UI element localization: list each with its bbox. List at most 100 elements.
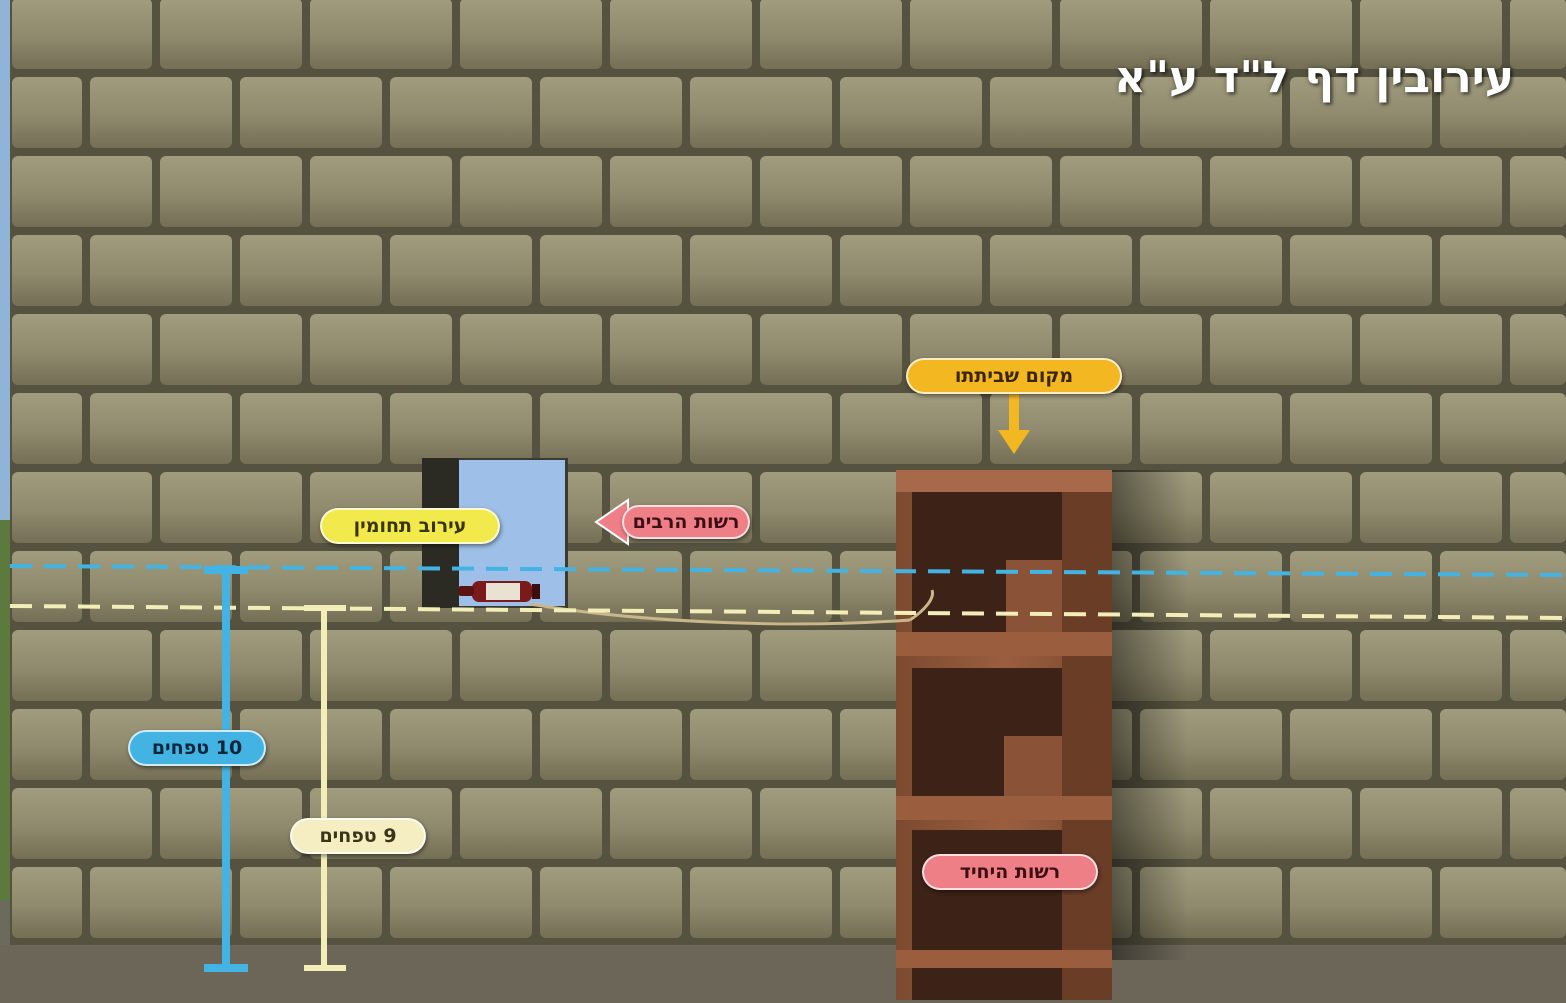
wall-brick xyxy=(1440,867,1566,938)
wall-brick xyxy=(540,867,682,938)
wall-brick xyxy=(1510,788,1566,859)
wall-brick xyxy=(460,156,602,227)
cabinet xyxy=(896,470,1112,1000)
wall-brick xyxy=(310,0,452,69)
wall-brick xyxy=(910,156,1052,227)
wall-brick xyxy=(540,393,682,464)
wall-brick xyxy=(840,77,982,148)
wall-brick xyxy=(390,867,532,938)
wall-brick xyxy=(12,472,152,543)
wall-brick xyxy=(1360,156,1502,227)
wall-brick xyxy=(1440,551,1566,622)
wall-brick xyxy=(90,551,232,622)
wall-brick xyxy=(12,77,82,148)
wall-brick xyxy=(1290,709,1432,780)
wall-brick xyxy=(760,156,902,227)
wall-brick xyxy=(1440,709,1566,780)
wall-brick xyxy=(310,156,452,227)
wall-brick xyxy=(1360,472,1502,543)
wall-brick xyxy=(910,0,1052,69)
wall-brick xyxy=(1440,393,1566,464)
wall-brick xyxy=(12,393,82,464)
wall-brick xyxy=(1290,235,1432,306)
wall-brick xyxy=(390,709,532,780)
wall-brick xyxy=(12,867,82,938)
wall-brick xyxy=(1140,235,1282,306)
wall-brick xyxy=(390,235,532,306)
wall-brick xyxy=(1360,630,1502,701)
wall-brick xyxy=(1060,156,1202,227)
wall-brick xyxy=(12,156,152,227)
wall-brick xyxy=(90,235,232,306)
wall-brick xyxy=(1210,472,1352,543)
wall-brick xyxy=(1360,314,1502,385)
eruv-techumin-label: עירוב תחומין xyxy=(320,508,500,544)
wall-brick xyxy=(240,867,382,938)
wall-brick xyxy=(12,314,152,385)
wall-brick xyxy=(690,77,832,148)
wall-brick xyxy=(690,867,832,938)
wall-brick xyxy=(240,393,382,464)
wall-brick xyxy=(690,709,832,780)
wall-brick xyxy=(690,235,832,306)
wall-brick xyxy=(160,630,302,701)
wall-brick xyxy=(610,0,752,69)
wall-brick xyxy=(160,472,302,543)
wall-brick xyxy=(12,709,82,780)
wall-brick xyxy=(90,393,232,464)
wall-brick xyxy=(1140,393,1282,464)
wall-brick xyxy=(240,235,382,306)
ground xyxy=(0,945,1566,1003)
wall-brick xyxy=(1290,393,1432,464)
cabinet-shadow xyxy=(1108,470,1188,960)
wall-brick xyxy=(990,235,1132,306)
wall-brick xyxy=(610,630,752,701)
wall-brick xyxy=(390,77,532,148)
wall-brick xyxy=(12,551,82,622)
wall-brick xyxy=(990,77,1132,148)
wall-brick xyxy=(12,630,152,701)
wall-brick xyxy=(1510,630,1566,701)
wall-brick xyxy=(1510,156,1566,227)
wall-brick xyxy=(240,551,382,622)
page-title: עירובין דף ל"ד ע"א xyxy=(1114,52,1514,103)
wall-brick xyxy=(160,314,302,385)
wall-brick xyxy=(240,77,382,148)
public-domain-label: רשות הרבים xyxy=(622,505,750,539)
wall-brick xyxy=(1440,235,1566,306)
wall-brick xyxy=(760,0,902,69)
wall-brick xyxy=(1510,472,1566,543)
wall-brick xyxy=(390,393,532,464)
wall-brick xyxy=(1510,314,1566,385)
wall-brick xyxy=(760,472,902,543)
wall-brick xyxy=(1210,314,1352,385)
left-edge-sky xyxy=(0,0,10,520)
wall-brick xyxy=(12,0,152,69)
private-domain-label: רשות היחיד xyxy=(922,854,1098,890)
place-of-rest-label: מקום שביתתו xyxy=(906,358,1122,394)
wall-brick xyxy=(160,156,302,227)
wall-brick xyxy=(90,77,232,148)
wall-brick xyxy=(840,235,982,306)
wall-brick xyxy=(460,630,602,701)
wall-brick xyxy=(760,788,902,859)
wall-brick xyxy=(460,788,602,859)
wall-brick xyxy=(160,788,302,859)
wall-brick xyxy=(760,630,902,701)
wall-brick xyxy=(610,788,752,859)
wall-brick xyxy=(160,0,302,69)
wall-brick xyxy=(1210,788,1352,859)
wall-brick xyxy=(460,0,602,69)
ten-handbreadths-label: 10 טפחים xyxy=(128,730,266,766)
wall-brick xyxy=(540,77,682,148)
wall-brick xyxy=(1210,156,1352,227)
wall-brick xyxy=(840,393,982,464)
wall-brick xyxy=(310,630,452,701)
wall-brick xyxy=(1210,630,1352,701)
left-edge-grass xyxy=(0,520,10,900)
wall-brick xyxy=(12,235,82,306)
wall-brick xyxy=(90,867,232,938)
wall-brick xyxy=(310,314,452,385)
